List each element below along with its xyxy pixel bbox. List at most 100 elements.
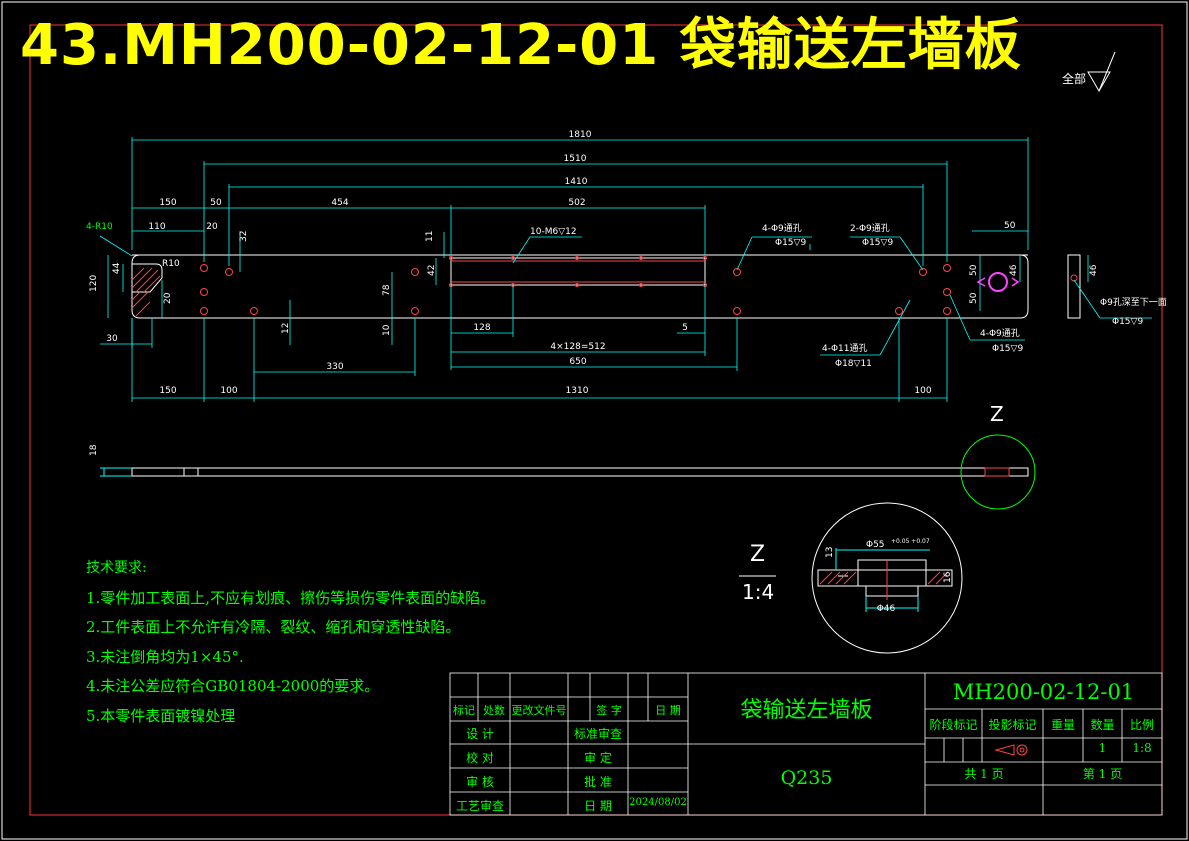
rev-header-date: 日 期	[655, 704, 681, 717]
sheet-number: 第 1 页	[1082, 767, 1123, 781]
dim-42: 42	[427, 265, 437, 276]
stage-header: 阶段标记	[929, 718, 978, 732]
projection-header: 投影标记	[988, 718, 1037, 732]
detail-z-scale: 1:4	[742, 580, 775, 604]
dim-1510: 1510	[564, 154, 587, 164]
dim-46-b: 46	[1089, 264, 1099, 276]
dim-10-m6: 10-M6▽12	[530, 227, 577, 237]
dim-100-right: 100	[914, 386, 931, 396]
side-view-small	[1067, 254, 1081, 319]
dim-454: 454	[331, 198, 348, 208]
dim-150-bottom: 150	[159, 386, 176, 396]
dim-4-phi11: 4-Φ11通孔	[822, 343, 868, 354]
roughness-note: 全部	[1062, 72, 1087, 86]
dim-phi55: Φ55	[866, 540, 885, 550]
dim-30: 30	[106, 334, 118, 344]
dim-100-left: 100	[220, 386, 237, 396]
label-review: 审 核	[466, 775, 494, 789]
label-approve: 批 准	[584, 775, 612, 789]
dim-4-phi9-b: 4-Φ9通孔	[980, 328, 1020, 339]
tech-req-item: 5.本零件表面镀镍处理	[86, 706, 236, 725]
material: Q235	[780, 767, 833, 789]
projection-symbol	[994, 744, 1028, 756]
tech-req-item: 3.未注倒角均为1×45°.	[86, 647, 244, 666]
label-design: 设 计	[466, 727, 494, 741]
rev-header-mark: 标记	[453, 704, 475, 717]
detail-z-view	[811, 502, 963, 654]
label-check: 校 对	[466, 751, 494, 765]
dimension-lines	[99, 137, 1152, 402]
dim-50-right-a: 50	[969, 264, 979, 276]
roughness-symbol	[1087, 71, 1111, 92]
dim-20-top: 20	[206, 222, 218, 232]
quantity-value: 1	[1098, 741, 1107, 755]
dim-5: 5	[682, 323, 688, 333]
dim-78: 78	[382, 284, 392, 296]
detail-z-callout-pocket	[984, 467, 1010, 477]
dim-4x128: 4×128=512	[550, 342, 605, 352]
dim-1410: 1410	[565, 177, 588, 187]
detail-z-marker: Z	[990, 402, 1004, 426]
detail-z-callout-circle	[960, 434, 1036, 510]
dim-44: 44	[112, 262, 122, 274]
dim-50-right-b: 50	[969, 292, 979, 304]
dim-12: 12	[281, 323, 291, 334]
rev-header-sign: 签 字	[596, 704, 622, 717]
dim-120: 120	[89, 275, 99, 292]
dim-20-left: 20	[163, 292, 173, 304]
dim-150-top: 150	[159, 198, 176, 208]
plate-front-view	[100, 467, 1029, 477]
drawing-title: 43.MH200-02-12-01 袋输送左墙板	[20, 13, 1022, 78]
detail-z-hatch	[819, 571, 949, 585]
dim-4-phi9-a-sub: Φ15▽9	[775, 238, 806, 248]
tech-req-item: 1.零件加工表面上,不应有划痕、擦伤等损伤零件表面的缺陷。	[86, 588, 496, 607]
tech-req-item: 4.未注公差应符合GB01804-2000的要求。	[86, 677, 380, 695]
dim-1310: 1310	[566, 386, 589, 396]
dim-10: 10	[382, 324, 392, 336]
rev-header-doc: 更改文件号	[511, 704, 567, 717]
dim-2-phi9-sub: Φ15▽9	[862, 238, 893, 248]
dim-phi46: Φ46	[877, 604, 896, 614]
dim-4-phi9-a: 4-Φ9通孔	[762, 223, 802, 234]
dim-4-phi9-b-sub: Φ15▽9	[992, 344, 1023, 354]
dim-phi55-tol: +0.05 +0.07	[891, 538, 930, 545]
dim-18: 18	[89, 444, 99, 456]
tech-req-item: 2.工件表面上不允许有冷隔、裂纹、缩孔和穿透性缺陷。	[86, 618, 461, 636]
dim-502: 502	[568, 198, 585, 208]
dim-r10: R10	[162, 259, 180, 269]
dim-phi9-side: Φ9孔深至下一面	[1100, 297, 1167, 308]
dim-650: 650	[569, 357, 586, 367]
dim-11: 11	[425, 231, 435, 242]
dim-2-phi9: 2-Φ9通孔	[850, 223, 890, 234]
part-name: 袋输送左墙板	[740, 698, 873, 723]
dim-50-top: 50	[210, 198, 222, 208]
total-sheets: 共 1 页	[964, 767, 1004, 781]
scale-header: 比例	[1129, 718, 1154, 732]
dim-110: 110	[148, 222, 165, 232]
dim-4-phi11-sub: Φ18▽11	[835, 359, 872, 369]
date-value: 2024/08/02	[629, 797, 687, 808]
tapped-hole-right	[988, 272, 1008, 292]
hatch-left	[131, 267, 161, 317]
dim-50-right: 50	[1004, 221, 1016, 231]
label-date: 日 期	[584, 799, 612, 813]
label-standard: 标准审查	[573, 727, 622, 741]
label-approve-check: 审 定	[584, 751, 612, 765]
dim-4-r10: 4-R10	[86, 222, 113, 232]
scale-value: 1:8	[1132, 741, 1152, 755]
technical-requirements: 技术要求: 1.零件加工表面上,不应有划痕、擦伤等损伤零件表面的缺陷。 2.工件…	[86, 554, 495, 731]
rev-header-count: 处数	[483, 704, 505, 717]
quantity-header: 数量	[1090, 718, 1115, 732]
detail-z-title: Z	[750, 542, 766, 567]
plate-top-view	[131, 254, 1029, 319]
dim-128: 128	[473, 323, 490, 333]
dim-46-a: 46	[1009, 264, 1019, 276]
dim-1810: 1810	[569, 130, 592, 140]
dim-16: 16	[943, 571, 953, 583]
dim-330: 330	[326, 362, 343, 372]
tech-req-heading: 技术要求:	[86, 560, 147, 576]
dim-phi9-side-sub: Φ15▽9	[1112, 317, 1143, 327]
